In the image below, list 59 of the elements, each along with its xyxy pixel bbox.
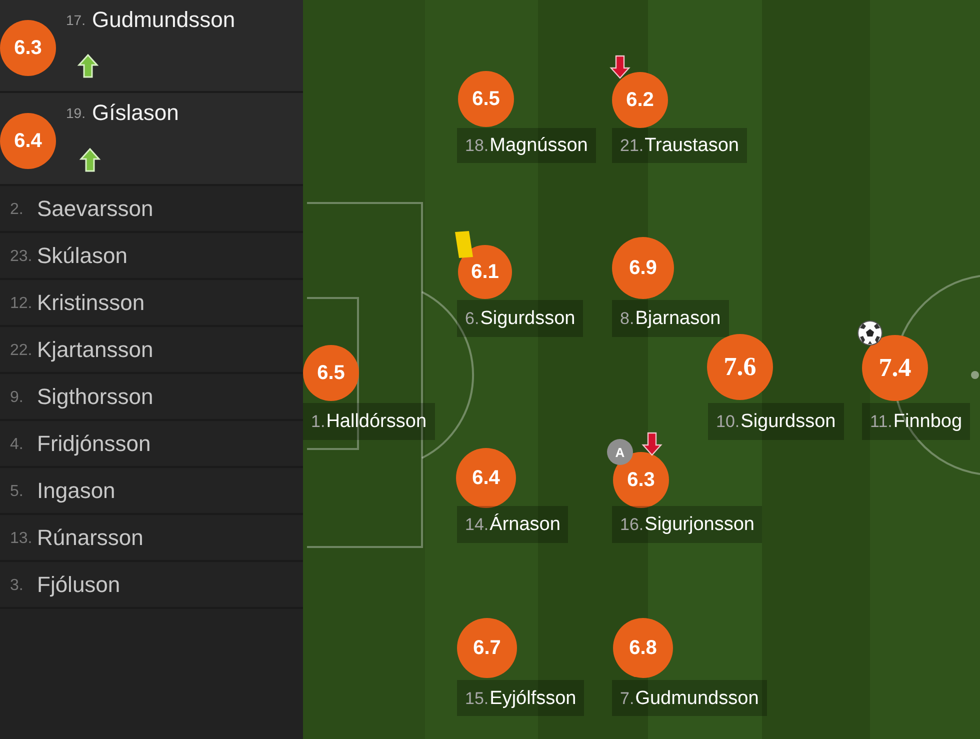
player-rating: 6.4 — [0, 113, 56, 169]
player-name: Fridjónsson — [37, 433, 151, 455]
player-name: Saevarsson — [37, 198, 154, 220]
player-name: Gudmundsson — [635, 688, 759, 708]
name-plate — [457, 300, 584, 337]
shirt-number: 21. — [620, 137, 644, 154]
name-plate — [612, 300, 729, 337]
player-name: Kjartansson — [37, 339, 154, 361]
shirt-number: 7. — [620, 690, 634, 706]
player-name: Fjóluson — [37, 574, 120, 596]
shirt-number: 13. — [10, 531, 32, 547]
shirt-number: 2. — [10, 202, 24, 218]
name-plate — [612, 128, 747, 163]
shirt-number: 17. — [66, 13, 86, 27]
shirt-number: 15. — [465, 690, 489, 706]
shirt-number: 16. — [620, 516, 644, 533]
name-plate — [708, 403, 844, 440]
name-plate — [862, 403, 970, 440]
player-name: Traustason — [644, 136, 739, 155]
shirt-number: 18. — [465, 137, 489, 154]
name-plate — [457, 506, 568, 543]
substitute-row — [0, 0, 303, 93]
player-name: Árnason — [490, 515, 560, 534]
shirt-number: 3. — [10, 578, 24, 594]
shirt-number: 1. — [311, 413, 326, 430]
substitute-row — [0, 93, 303, 186]
player-name: Sigurdsson — [480, 309, 576, 328]
shirt-number: 6. — [465, 310, 480, 327]
shirt-number: 5. — [10, 484, 24, 500]
shirt-number: 9. — [10, 390, 24, 406]
shirt-number: 4. — [10, 437, 24, 453]
player-name: Gíslason — [92, 102, 179, 124]
player-name: Eyjólfsson — [490, 688, 576, 708]
shirt-number: 11. — [870, 413, 892, 430]
player-name: Halldórsson — [326, 412, 427, 431]
name-plate — [457, 680, 584, 716]
shirt-number: 19. — [66, 106, 86, 120]
player-name: Rúnarsson — [37, 527, 144, 549]
shirt-number: 8. — [620, 310, 634, 327]
shirt-number: 14. — [465, 516, 489, 533]
player-name: Sigurdsson — [740, 412, 836, 431]
name-plate — [303, 403, 435, 440]
player-name: Sigthorsson — [37, 386, 154, 408]
name-plate — [612, 506, 762, 543]
player-name: Ingason — [37, 480, 116, 502]
player-name: Finnbog — [893, 412, 962, 431]
name-plate — [612, 680, 767, 716]
shirt-number: 12. — [10, 296, 32, 312]
shirt-number: 10. — [716, 413, 740, 430]
player-name: Bjarnason — [635, 309, 721, 328]
name-plate — [457, 128, 596, 163]
player-name: Skúlason — [37, 245, 128, 267]
player-name: Kristinsson — [37, 292, 145, 314]
player-name: Gudmundsson — [92, 9, 236, 31]
player-name: Magnússon — [490, 136, 588, 155]
player-rating: 6.3 — [0, 20, 56, 76]
shirt-number: 23. — [10, 249, 32, 265]
shirt-number: 22. — [10, 343, 32, 359]
player-name: Sigurjonsson — [644, 515, 754, 534]
